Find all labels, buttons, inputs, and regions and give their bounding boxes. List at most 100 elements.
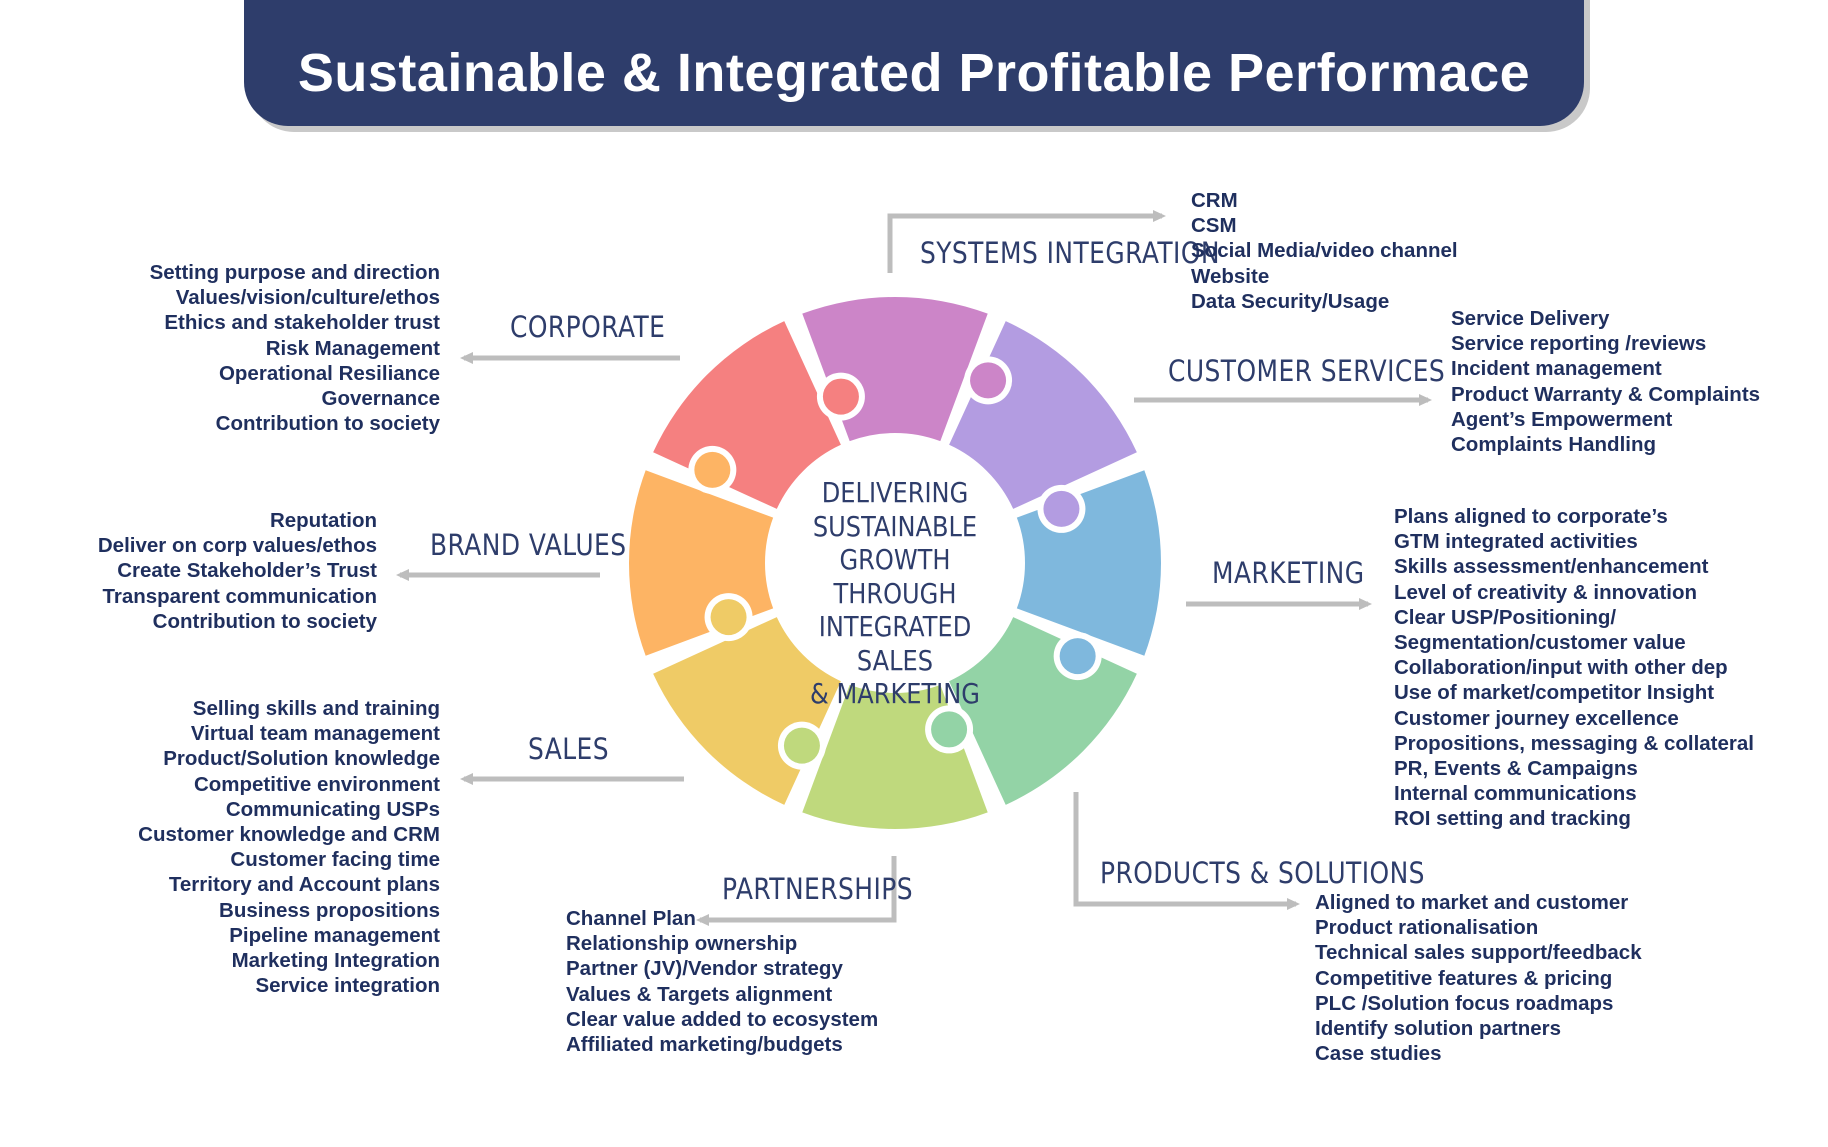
list-item: Collaboration/input with other dep (1394, 656, 1728, 680)
list-item: Transparent communication (102, 584, 377, 608)
list-item: Affiliated marketing/budgets (566, 1033, 843, 1057)
list-item: Selling skills and training (192, 697, 440, 720)
list-item: Governance (321, 387, 441, 411)
list-item: ROI setting and tracking (1394, 807, 1631, 831)
list-item: Communicating USPs (225, 797, 440, 821)
list-item: Partner (JV)/Vendor strategy (566, 957, 843, 981)
list-item: Product/Solution knowledge (163, 747, 440, 771)
list-item: Skills assessment/enhancement (1394, 555, 1709, 579)
list-item: Ethics and stakeholder trust (164, 311, 440, 335)
list-item: PR, Events & Campaigns (1394, 757, 1638, 781)
list-item: CSM (1191, 214, 1237, 238)
list-item: Competitive environment (193, 772, 440, 796)
label-products-solutions: PRODUCTS & SOLUTIONS (1100, 856, 1425, 890)
list-item: Create Stakeholder’s Trust (117, 559, 377, 583)
list-item: Service Delivery (1451, 307, 1610, 330)
list-item: Service reporting /reviews (1451, 332, 1707, 356)
list-item: Propositions, messaging & collateral (1394, 731, 1754, 755)
list-item: Agent’s Empowerment (1451, 407, 1673, 431)
puzzle-segment-brand (629, 470, 774, 656)
list-item: Use of market/competitor Insight (1394, 681, 1715, 705)
list-item: Virtual team management (190, 722, 440, 746)
page-title: Sustainable & Integrated Profitable Perf… (297, 43, 1531, 103)
list-systems-integration: CRM CSM Social Media/video channel Websi… (1191, 188, 1458, 314)
list-item: Complaints Handling (1451, 433, 1656, 457)
connector-arrows (396, 210, 1432, 926)
label-partnerships: PARTNERSHIPS (722, 872, 913, 906)
list-item: Plans aligned to corporate’s (1394, 505, 1668, 528)
label-customer-services: CUSTOMER SERVICES (1168, 354, 1446, 388)
list-customer-services: Service Delivery Service reporting /revi… (1451, 306, 1760, 457)
list-item: Relationship ownership (566, 932, 798, 956)
list-corporate: Setting purpose and direction Values/vis… (150, 260, 440, 436)
list-item: Product rationalisation (1315, 916, 1539, 940)
list-item: Customer knowledge and CRM (138, 823, 440, 847)
center-line: & MARKETING (810, 677, 980, 710)
list-item: Identify solution partners (1315, 1017, 1562, 1041)
arrow-systems (887, 210, 1166, 273)
puzzle-tab (970, 362, 1007, 399)
list-item: Service integration (255, 974, 440, 998)
list-item: Values & Targets alignment (566, 982, 833, 1006)
list-item: Reputation (269, 509, 377, 532)
list-item: Data Security/Usage (1191, 289, 1390, 313)
puzzle-segment-systems (802, 297, 988, 442)
puzzle-tabs (688, 356, 1102, 770)
puzzle-tab (822, 378, 859, 415)
list-item: Deliver on corp values/ethos (97, 534, 377, 558)
list-marketing: Plans aligned to corporate’s GTM integra… (1394, 504, 1754, 832)
list-item: Website (1191, 264, 1270, 288)
center-line: GROWTH THROUGH (833, 543, 957, 610)
list-item: Customer journey excellence (1394, 706, 1679, 730)
list-item: Case studies (1315, 1042, 1442, 1066)
label-marketing: MARKETING (1212, 556, 1365, 590)
list-item: Contribution to society (215, 412, 440, 436)
list-sales: Selling skills and training Virtual team… (138, 696, 440, 998)
arrow-products (1073, 792, 1300, 910)
list-item: Setting purpose and direction (149, 261, 440, 284)
label-brand-values: BRAND VALUES (430, 528, 627, 562)
label-systems-integration: SYSTEMS INTEGRATION (920, 236, 1220, 270)
list-item: Contribution to society (152, 609, 377, 633)
puzzle-tab (1059, 638, 1096, 675)
list-item: Clear value added to ecosystem (566, 1007, 879, 1031)
list-item: Aligned to market and customer (1315, 891, 1629, 914)
list-item: Channel Plan (566, 907, 696, 930)
list-brand-values: Reputation Deliver on corp values/ethos … (98, 508, 377, 634)
center-line: DELIVERING (821, 476, 969, 509)
list-item: Marketing Integration (231, 949, 440, 973)
puzzle-tab (931, 711, 968, 748)
list-item: Product Warranty & Complaints (1451, 382, 1761, 406)
label-corporate: CORPORATE (510, 310, 666, 344)
list-item: GTM integrated activities (1394, 530, 1638, 554)
list-item: Clear USP/Positioning/ (1394, 605, 1617, 629)
center-line: INTEGRATED SALES (818, 610, 972, 677)
list-item: Level of creativity & innovation (1394, 580, 1698, 604)
list-item: Values/vision/culture/ethos (175, 286, 440, 310)
list-item: Risk Management (265, 336, 440, 360)
label-sales: SALES (528, 732, 610, 766)
list-item: Internal communications (1394, 782, 1637, 806)
puzzle-tab (1043, 490, 1080, 527)
list-item: Business propositions (219, 898, 440, 922)
center-hub (767, 435, 1023, 691)
list-item: Pipeline management (229, 923, 440, 947)
title-banner: Sustainable & Integrated Profitable Perf… (244, 0, 1584, 126)
center-line: SUSTAINABLE (812, 509, 978, 543)
list-products-solutions: Aligned to market and customer Product r… (1315, 890, 1642, 1066)
puzzle-tab (710, 599, 747, 636)
list-item: Operational Resiliance (218, 361, 440, 385)
list-item: Incident management (1451, 357, 1662, 381)
list-partnerships: Channel Plan Relationship ownership Part… (566, 906, 878, 1057)
list-item: Competitive features & pricing (1315, 966, 1613, 990)
list-item: Technical sales support/feedback (1315, 941, 1642, 965)
puzzle-tab (783, 727, 820, 764)
puzzle-segment-marketing (1016, 470, 1161, 656)
list-item: Territory and Account plans (168, 873, 440, 897)
list-item: Social Media/video channel (1191, 239, 1458, 263)
list-item: PLC /Solution focus roadmaps (1315, 991, 1614, 1015)
list-item: Segmentation/customer value (1394, 631, 1686, 655)
list-item: Customer facing time (230, 848, 440, 872)
center-hub-text: DELIVERING SUSTAINABLE GROWTH THROUGH IN… (788, 476, 1003, 711)
